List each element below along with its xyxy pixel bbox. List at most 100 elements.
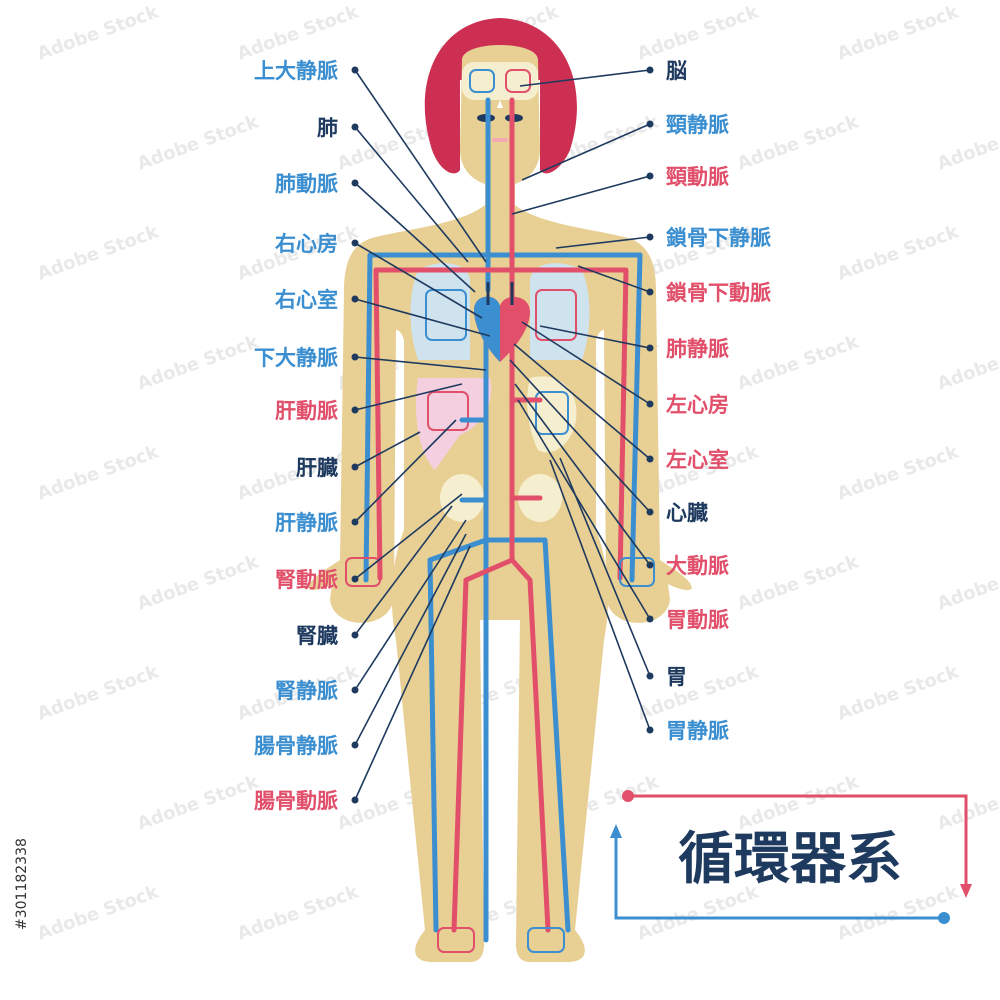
leader-dot <box>351 123 359 131</box>
nose-icon <box>497 100 503 108</box>
leader-dot <box>646 561 654 569</box>
label-right-0: 脳 <box>666 59 687 83</box>
leader-dot <box>351 631 359 639</box>
stock-id: #301182338 <box>14 838 30 930</box>
leader-dot <box>351 295 359 303</box>
heart-icon <box>474 282 530 362</box>
label-left-8: 肝静脈 <box>275 511 338 535</box>
label-left-10: 腎臓 <box>296 624 338 648</box>
capillary-marks <box>345 557 655 953</box>
leader-dot <box>646 726 654 734</box>
leader-line <box>354 505 453 636</box>
watermark-text: Adobe Stock <box>735 551 863 615</box>
leader-line <box>539 325 651 349</box>
label-right-1: 頸静脈 <box>666 113 729 137</box>
watermark-text: Adobe Stock <box>135 331 263 395</box>
leader-line <box>354 493 463 580</box>
watermark-text: Adobe Stock <box>235 1 363 65</box>
label-right-3: 鎖骨下静脈 <box>666 226 771 250</box>
leader-line <box>354 419 457 523</box>
label-left-5: 下大静脈 <box>254 346 338 370</box>
title-box-end-dot <box>938 912 950 924</box>
leader-line <box>354 69 487 263</box>
leader-dot <box>351 575 359 583</box>
leader-dot <box>351 239 359 247</box>
liver-icon <box>415 378 492 470</box>
label-right-10: 胃動脈 <box>666 608 729 632</box>
watermark-text: Adobe Stock <box>35 881 163 945</box>
leader-dot <box>351 463 359 471</box>
leader-line <box>354 431 421 468</box>
leader-line <box>354 126 469 263</box>
label-left-11: 腎静脈 <box>275 679 338 703</box>
leader-line <box>354 182 476 293</box>
watermark-text: Adobe Stock <box>935 111 1000 175</box>
leader-dot <box>351 179 359 187</box>
label-right-11: 胃 <box>666 665 687 689</box>
label-left-2: 肺動脈 <box>275 172 338 196</box>
watermark-text: Adobe Stock <box>35 441 163 505</box>
watermark-text: Adobe Stock <box>835 441 963 505</box>
leader-line <box>354 298 491 337</box>
body-silhouette <box>308 45 692 962</box>
leader-line <box>509 359 651 513</box>
leader-dot <box>351 686 359 694</box>
leader-line <box>513 343 651 460</box>
leader-dot <box>351 406 359 414</box>
diagram-title: 循環器系 <box>678 827 902 892</box>
title-box: 循環器系 <box>610 790 972 924</box>
watermark-text: Adobe Stock <box>35 661 163 725</box>
label-left-7: 肝臓 <box>296 456 338 480</box>
watermark-text: Adobe Stock <box>735 331 863 395</box>
leader-dot <box>646 172 654 180</box>
watermark-text: Adobe Stock <box>235 881 363 945</box>
label-right-8: 心臓 <box>666 501 708 525</box>
title-box-start-dot <box>622 790 634 802</box>
leader-dot <box>351 353 359 361</box>
watermark-text: Adobe Stock <box>635 661 763 725</box>
leader-dot <box>646 344 654 352</box>
leader-dot <box>351 741 359 749</box>
watermark-text: Adobe Stock <box>635 1 763 65</box>
leader-line <box>511 175 651 215</box>
leader-line <box>354 519 467 691</box>
label-left-6: 肝動脈 <box>275 399 338 423</box>
label-left-13: 腸骨動脈 <box>254 789 338 813</box>
mouth-icon <box>492 138 508 142</box>
leader-dot <box>646 508 654 516</box>
watermark-text: Adobe Stock <box>935 331 1000 395</box>
leader-line <box>354 242 483 319</box>
leader-dot <box>646 672 654 680</box>
label-right-9: 大動脈 <box>666 554 729 578</box>
label-left-3: 右心房 <box>275 232 338 256</box>
leader-lines <box>351 66 654 804</box>
label-left-4: 右心室 <box>275 288 338 312</box>
watermark-text: Adobe Stock <box>835 1 963 65</box>
watermark-text: Adobe Stock <box>835 221 963 285</box>
label-right-12: 胃静脈 <box>666 719 729 743</box>
watermark-text: Adobe Stock <box>735 111 863 175</box>
watermark-text: Adobe Stock <box>35 1 163 65</box>
label-right-2: 頸動脈 <box>666 165 729 189</box>
label-right-6: 左心房 <box>666 393 729 417</box>
labels: 上大静脈肺肺動脈右心房右心室下大静脈肝動脈肝臓肝静脈腎動脈腎臓腎静脈腸骨静脈腸骨… <box>254 59 771 813</box>
watermark-text: Adobe Stock <box>135 551 263 615</box>
liver-capillary-icon <box>427 391 469 431</box>
leader-line <box>514 383 651 566</box>
leader-line <box>517 399 651 620</box>
leader-line <box>354 356 487 371</box>
watermark-text: Adobe Stock <box>35 221 163 285</box>
leader-dot <box>646 66 654 74</box>
label-right-7: 左心室 <box>666 448 729 472</box>
leader-line <box>549 459 651 731</box>
leader-line <box>577 265 651 293</box>
leader-line <box>354 383 463 411</box>
leader-dot <box>646 400 654 408</box>
leader-dot <box>351 66 359 74</box>
leader-dot <box>646 233 654 241</box>
watermark-text: Adobe Stock <box>135 111 263 175</box>
leader-dot <box>646 120 654 128</box>
leader-line <box>521 321 651 405</box>
label-left-12: 腸骨静脈 <box>254 734 338 758</box>
